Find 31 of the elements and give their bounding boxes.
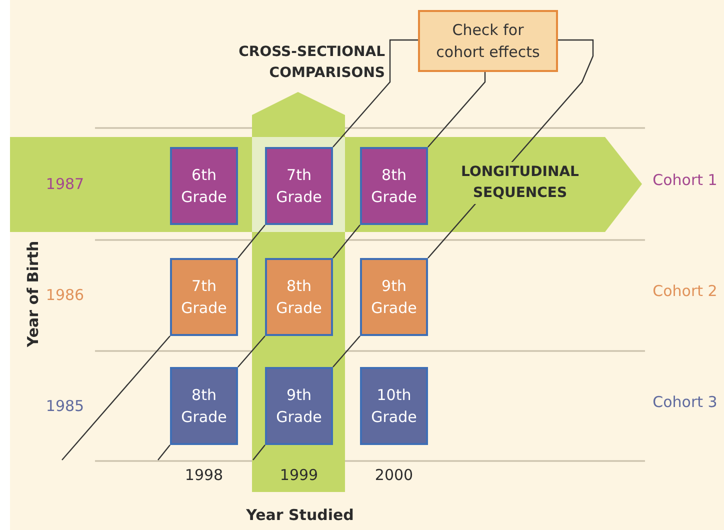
grade-box: 8th Grade: [360, 147, 428, 225]
grade-box: 9th Grade: [360, 258, 428, 336]
year-label: 1998: [184, 466, 224, 484]
band-heading: CROSS-SECTIONAL COMPARISONS: [238, 43, 385, 83]
callout-box: Check for cohort effects: [418, 10, 558, 72]
axis-title: Year of Birth: [24, 240, 42, 349]
year-label: 1987: [44, 175, 86, 193]
cohort-label: Cohort 3: [652, 392, 718, 413]
cohort-label: Cohort 1: [652, 170, 718, 191]
cohort-line: [332, 39, 418, 148]
axis-title: Year Studied: [245, 506, 355, 524]
cohort-label: Cohort 2: [652, 281, 718, 302]
year-label: 1986: [44, 286, 86, 304]
cohort-line: [238, 224, 266, 258]
grade-box: 10th Grade: [360, 367, 428, 445]
year-label: 1999: [278, 466, 320, 484]
cohort-line: [252, 444, 266, 460]
year-label: 1985: [44, 397, 86, 415]
grade-box: 7th Grade: [265, 147, 333, 225]
grade-box: 9th Grade: [265, 367, 333, 445]
grade-box: 8th Grade: [170, 367, 238, 445]
cohort-line: [332, 224, 360, 258]
year-label: 2000: [374, 466, 414, 484]
grade-box: 6th Grade: [170, 147, 238, 225]
cohort-line: [428, 72, 486, 148]
cohort-line: [238, 336, 266, 368]
grade-box: 7th Grade: [170, 258, 238, 336]
cohort-line: [158, 444, 170, 460]
cohort-line: [62, 336, 170, 460]
grade-box: 8th Grade: [265, 258, 333, 336]
cohort-line: [332, 336, 360, 368]
